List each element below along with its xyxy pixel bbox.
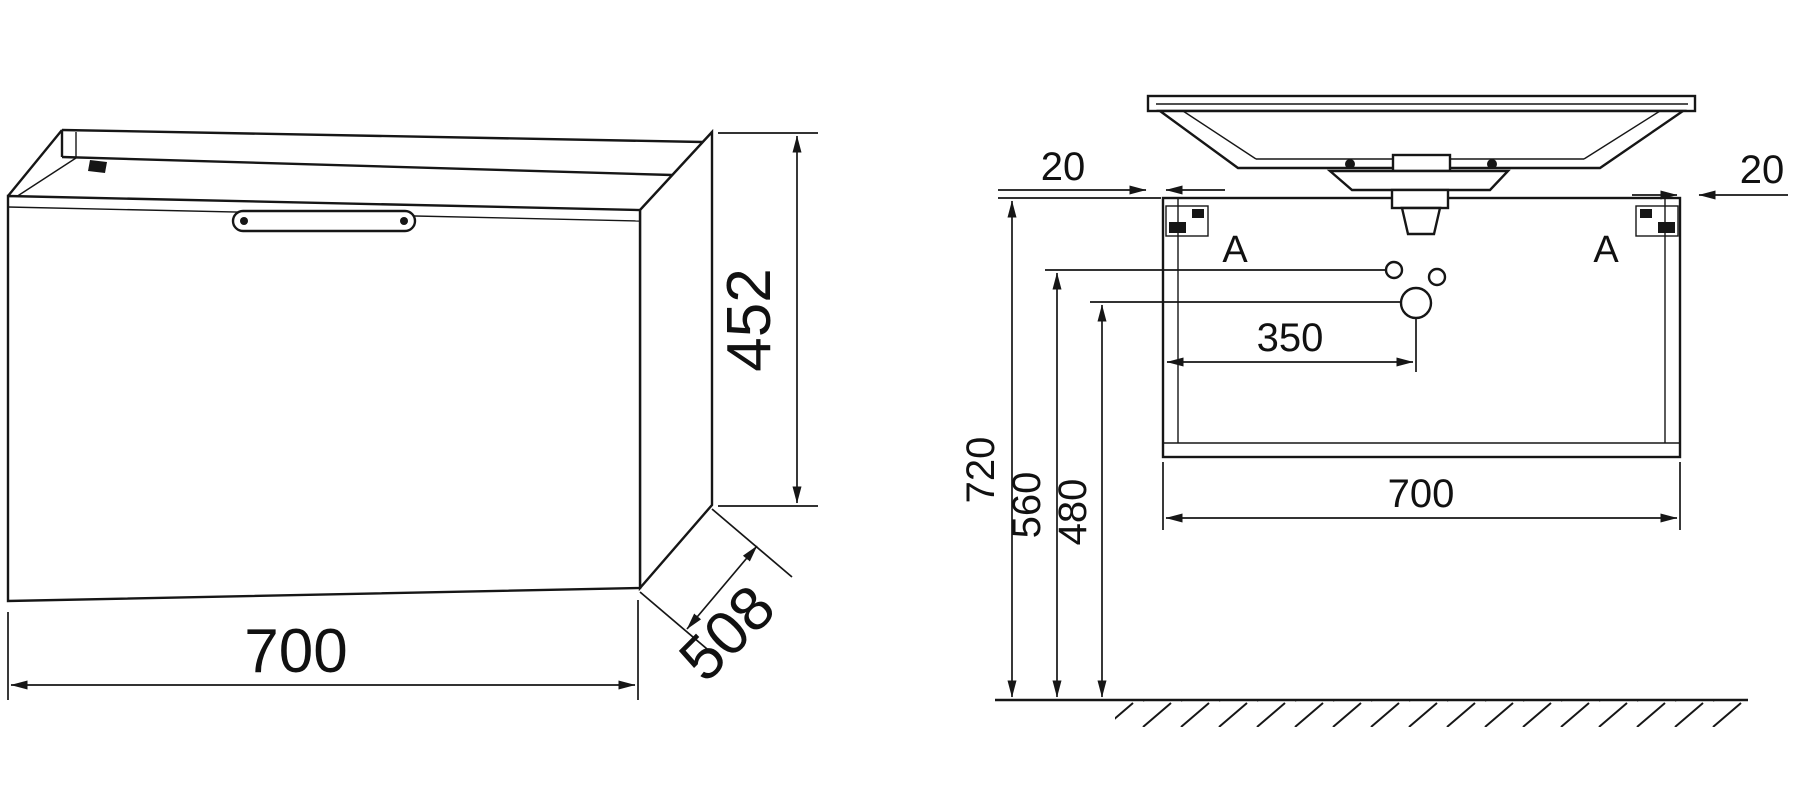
drawer-front [6,194,642,603]
dim-label-overhang-right: 20 [1740,148,1785,192]
bowl-inner-right [1583,110,1661,160]
left-side-top-edge [7,129,63,197]
faucet-hole-left [1384,260,1404,280]
drain-hole [1399,286,1433,320]
dim-label-height-drain: 480 [1051,479,1095,546]
dim-label-cabwidth: 700 [1388,472,1455,516]
front-elevation-view [995,94,1748,727]
bracket-left-body [1165,205,1209,237]
cabinet-body [1161,196,1682,459]
dim-label-height-top: 720 [959,437,1003,504]
bracket-left-mark1 [1169,222,1186,233]
handle-end-left [240,217,248,225]
drain-box [1390,188,1450,210]
ground-hatch [1115,701,1748,727]
washbasin [1146,94,1697,236]
ext-line-depth-back [711,508,793,578]
bracket-left-mark2 [1192,209,1204,218]
dim-label-width-iso: 700 [244,617,347,686]
ext-line-depth-front [639,591,721,661]
dim-line-depth [686,545,758,630]
front-dimensions: 20 20 A A 350 700 720 560 480 [959,145,1788,698]
basin-underside [1326,169,1511,192]
bowl-inner-left [1182,110,1257,160]
handle-end-right [400,217,408,225]
dim-label-offset: 350 [1257,316,1324,360]
dim-label-height-iso: 452 [715,268,784,371]
left-side-top-edge-inner [15,157,77,198]
basin-bowl-outline [1156,109,1687,170]
rail-top-edge [61,128,704,144]
bracket-label-left: A [1222,229,1248,271]
bracket-right-mark1 [1658,222,1675,233]
faucet-hole-right [1427,267,1447,287]
rail-bottom-edge [61,155,673,177]
bracket-right-mark2 [1640,209,1652,218]
dim-label-height-holes: 560 [1005,472,1049,539]
bowl-dot-left [1345,159,1355,169]
bracket-right [1635,205,1679,237]
drawer-handle [231,209,417,233]
bracket-right-body [1635,205,1679,237]
basin-fixture [1391,153,1452,173]
bowl-dot-right [1487,159,1497,169]
dim-label-depth-iso: 508 [667,573,789,695]
drain-pipe [1400,206,1442,236]
cabinet-isometric-view [6,128,714,603]
side-panel [638,128,714,592]
bracket-label-right: A [1593,229,1619,271]
bracket-left [1165,205,1209,237]
dim-label-overhang-left: 20 [1041,145,1086,189]
hinge-mark [88,160,107,173]
